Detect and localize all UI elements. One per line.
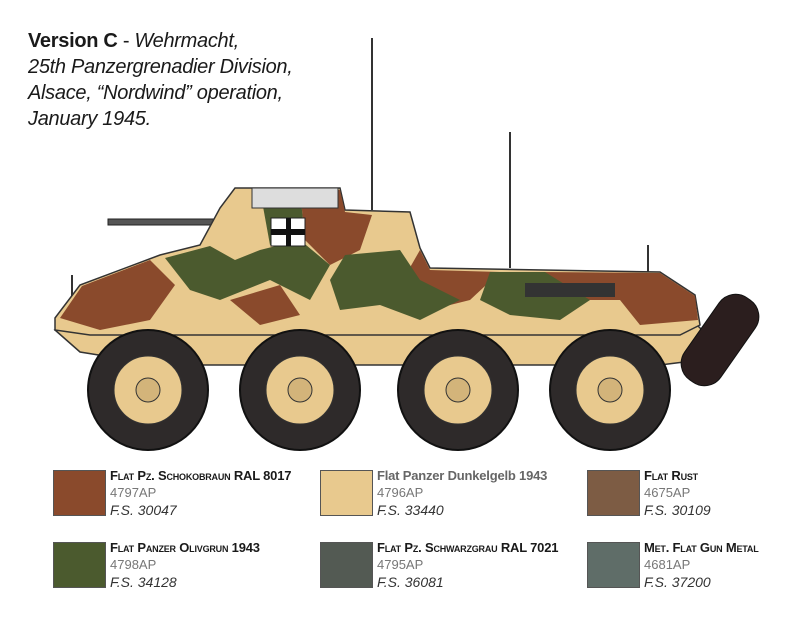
color-swatch — [320, 470, 373, 516]
paint-name: Flat Panzer Olivgrun 1943 — [110, 540, 260, 555]
paint-fs-code: F.S. 33440 — [377, 502, 444, 518]
color-swatch — [587, 470, 640, 516]
balkenkreuz-insignia — [270, 217, 306, 247]
paint-code: 4797AP — [110, 485, 157, 500]
paint-swatch-item: Flat Panzer Dunkelgelb 1943 4796AP F.S. … — [320, 468, 580, 518]
paint-name: Flat Pz. Schokobraun RAL 8017 — [110, 468, 292, 483]
version-caption: Version C - Wehrmacht, 25th Panzergrenad… — [28, 28, 293, 132]
spare-wheel — [680, 293, 760, 387]
paint-fs-code: F.S. 37200 — [644, 574, 711, 590]
paint-swatch-item: Flat Pz. Schwarzgrau RAL 7021 4795AP F.S… — [320, 540, 580, 590]
paint-code: 4675AP — [644, 485, 691, 500]
armored-car-illustration — [53, 38, 760, 451]
paint-code: 4796AP — [377, 485, 424, 500]
wheels — [87, 329, 671, 451]
color-swatch — [320, 542, 373, 588]
caption-line-1: Wehrmacht, — [134, 30, 239, 52]
paint-swatch-item: Met. Flat Gun Metal 4681AP F.S. 37200 — [587, 540, 800, 590]
camo-brown — [60, 260, 175, 330]
color-swatch — [53, 470, 106, 516]
wheel — [239, 329, 361, 451]
paint-name: Flat Panzer Dunkelgelb 1943 — [377, 468, 548, 483]
paint-fs-code: F.S. 30047 — [110, 502, 177, 518]
paint-swatch-item: Flat Pz. Schokobraun RAL 8017 4797AP F.S… — [53, 468, 313, 518]
caption-line-4: January 1945. — [28, 108, 151, 130]
separator: - — [117, 30, 135, 52]
paint-swatch-item: Flat Panzer Olivgrun 1943 4798AP F.S. 34… — [53, 540, 313, 590]
turret-mesh — [251, 187, 339, 209]
paint-fs-code: F.S. 36081 — [377, 574, 444, 590]
color-swatch — [53, 542, 106, 588]
version-label: Version C — [28, 30, 118, 52]
paint-swatch-item: Flat Rust 4675AP F.S. 30109 — [587, 468, 800, 518]
paint-code: 4681AP — [644, 557, 691, 572]
gun-barrel — [107, 218, 224, 226]
wheel — [549, 329, 671, 451]
caption-line-2: 25th Panzergrenadier Division, — [28, 56, 293, 78]
paint-code: 4795AP — [377, 557, 424, 572]
paint-fs-code: F.S. 34128 — [110, 574, 177, 590]
color-swatch — [587, 542, 640, 588]
paint-name: Flat Rust — [644, 468, 698, 483]
paint-code: 4798AP — [110, 557, 157, 572]
camo-green — [165, 240, 330, 300]
caption-line-3: Alsace, “Nordwind” operation, — [28, 82, 283, 104]
paint-name: Flat Pz. Schwarzgrau RAL 7021 — [377, 540, 559, 555]
paint-fs-code: F.S. 30109 — [644, 502, 711, 518]
wheel — [87, 329, 209, 451]
wheel — [397, 329, 519, 451]
paint-name: Met. Flat Gun Metal — [644, 540, 759, 555]
